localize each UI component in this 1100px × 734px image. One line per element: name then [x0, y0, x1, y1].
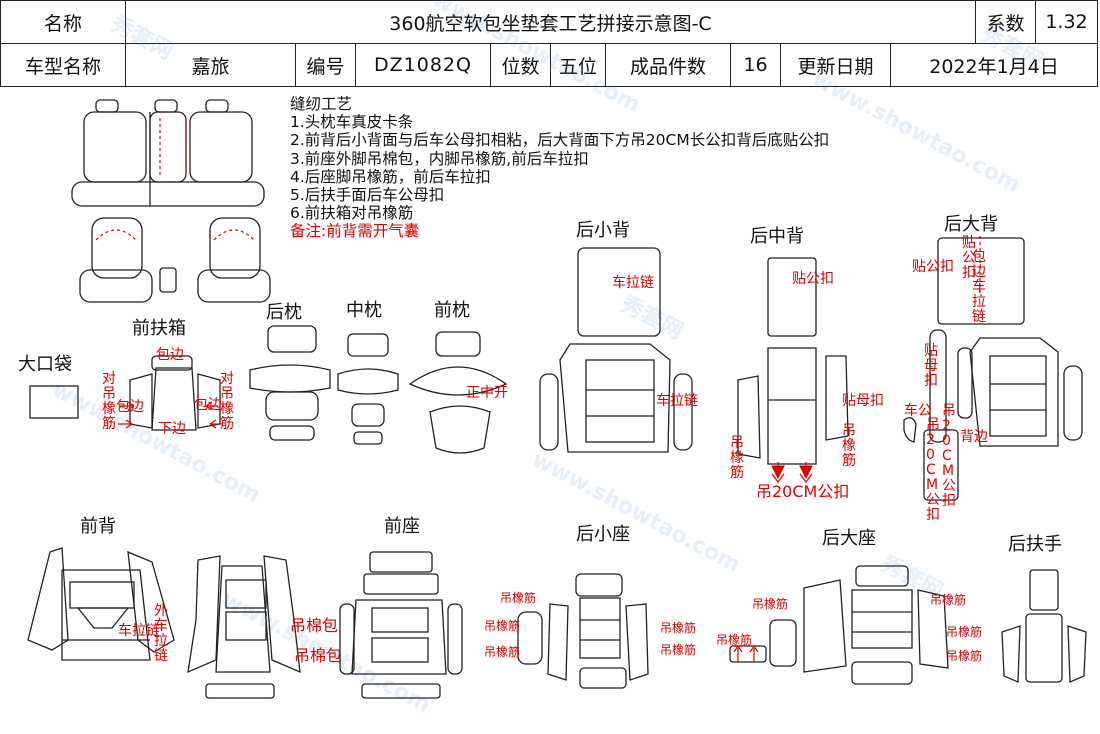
date-value: 2022年1月4日	[890, 43, 1098, 87]
anno-pair-right: 对吊橡筋	[220, 371, 234, 432]
anno-elastic: 吊橡筋	[946, 625, 983, 639]
anno-male-a: 贴公扣	[912, 259, 954, 275]
anno-lower-hem: 下边	[158, 421, 186, 437]
anno-elastic: 吊橡筋	[484, 619, 521, 633]
red-marks	[95, 118, 981, 662]
label-mid-pillow: 中枕	[346, 300, 382, 321]
label-rear-mid-back: 后中背	[750, 226, 804, 247]
note-item: 3.前座外脚吊棉包，内脚吊橡筋,前后车拉扣	[290, 149, 589, 168]
anno-elastic: 吊橡筋	[930, 593, 967, 607]
anno-hem: 包边	[116, 399, 144, 415]
label-rear-small-back: 后小背	[576, 220, 630, 241]
name-label: 名称	[0, 0, 126, 44]
date-label: 更新日期	[780, 43, 891, 87]
label-rear-pillow: 后枕	[266, 302, 302, 323]
front-pillow-shapes	[408, 331, 508, 454]
sewing-notes: 缝纫工艺 1.头枕车真皮卡条 2.前背后小背面与后车公母扣相粘，后大背面下方吊2…	[290, 95, 829, 241]
anno-hem-zip: 包边车拉链	[972, 249, 986, 325]
anno-male-b: 贴公扣	[962, 235, 976, 281]
anno-hang20: 吊20CM公扣	[756, 482, 850, 501]
anno-slit: 正中开	[466, 385, 508, 401]
front-seats-sketch	[79, 217, 271, 303]
rear-armrest-shapes	[1001, 569, 1087, 683]
rear-pillow-shapes	[249, 325, 331, 441]
anno-cotton: 吊棉包	[294, 646, 343, 665]
header-table: 名称 360航空软包坐垫套工艺拼接示意图-C 系数 1.32 车型名称 嘉旅 编…	[0, 0, 1098, 87]
anno-outer-zip: 外车拉链	[154, 603, 168, 664]
anno-elastic: 吊橡筋	[946, 649, 983, 663]
label-rear-small-seat: 后小座	[576, 524, 630, 545]
note-item: 6.前扶箱对吊橡筋	[290, 204, 414, 223]
anno-elastic: 吊橡筋	[500, 591, 537, 605]
pieces-value: 16	[730, 43, 781, 87]
note-item: 5.后扶手面后车公母扣	[290, 186, 445, 205]
label-rear-big-back: 后大背	[944, 214, 998, 235]
seat-value: 五位	[550, 43, 606, 87]
rear-mid-back-shapes	[737, 257, 849, 465]
anno-zip: 车拉链	[656, 393, 698, 409]
red-arrow-fill	[771, 465, 813, 480]
seat-label: 位数	[490, 43, 551, 87]
label-big-pocket: 大口袋	[18, 354, 72, 375]
anno-zip: 车拉链	[118, 623, 160, 639]
label-rear-big-seat: 后大座	[822, 528, 876, 549]
note-item: 1.头枕车真皮卡条	[290, 113, 414, 132]
front-back-shapes	[27, 547, 175, 661]
big-pocket-shape	[29, 385, 79, 419]
code-label: 编号	[295, 43, 356, 87]
anno-pair-left: 对吊橡筋	[102, 371, 116, 432]
anno-hang-b: 吊20CM公扣	[942, 403, 956, 509]
rear-big-back-shapes	[903, 237, 1083, 501]
anno-elastic: 吊橡筋	[660, 621, 697, 635]
anno-hem: 包边	[194, 397, 222, 413]
label-rear-armrest: 后扶手	[1008, 534, 1062, 555]
anno-elastic: 吊橡筋	[842, 423, 856, 469]
label-front-pillow: 前枕	[434, 300, 470, 321]
front-armbox-shapes	[129, 355, 221, 431]
anno-car-mf: 车公	[904, 403, 932, 419]
note-item: 4.后座脚吊橡筋，前后车拉扣	[290, 167, 491, 186]
page-title: 360航空软包坐垫套工艺拼接示意图-C	[125, 0, 976, 44]
anno-hang-a: 吊20CM公扣	[926, 417, 940, 523]
code-value: DZ1082Q	[355, 43, 491, 87]
anno-cut-edge: 背边	[960, 429, 988, 445]
anno-cotton: 吊棉包	[290, 616, 339, 635]
rear-small-back-shapes	[539, 247, 693, 453]
anno-elastic: 吊橡筋	[752, 597, 789, 611]
note-item: 2.前背后小背面与后车公母扣相粘，后大背面下方吊20CM长公扣背后底贴公扣	[290, 131, 830, 150]
front-seat-shapes	[187, 551, 463, 699]
mid-pillow-shapes	[337, 333, 399, 445]
anno-hem: 包边	[156, 347, 184, 363]
rear-bench-sketch	[71, 99, 265, 207]
coef-value: 1.32	[1035, 0, 1098, 44]
label-front-seat: 前座	[384, 516, 420, 537]
anno-zip: 车拉链	[612, 275, 654, 291]
anno-elastic: 吊橡筋	[660, 643, 697, 657]
anno-sew-male: 贴公扣	[792, 271, 834, 287]
anno-elastic: 吊橡筋	[730, 435, 744, 481]
notes-title: 缝纫工艺	[290, 95, 353, 113]
rear-small-seat-shapes	[517, 573, 649, 689]
anno-female-a: 贴母扣	[924, 343, 938, 389]
anno-elastic: 吊橡筋	[716, 633, 753, 647]
anno-elastic: 吊橡筋	[484, 645, 521, 659]
pieces-label: 成品件数	[605, 43, 731, 87]
rear-big-seat-shapes	[729, 565, 949, 685]
label-front-armbox: 前扶箱	[132, 318, 186, 339]
label-front-back: 前背	[80, 516, 116, 537]
note-remark: 备注:前背需开气囊	[290, 222, 420, 241]
anno-female: 贴母扣	[842, 393, 884, 409]
